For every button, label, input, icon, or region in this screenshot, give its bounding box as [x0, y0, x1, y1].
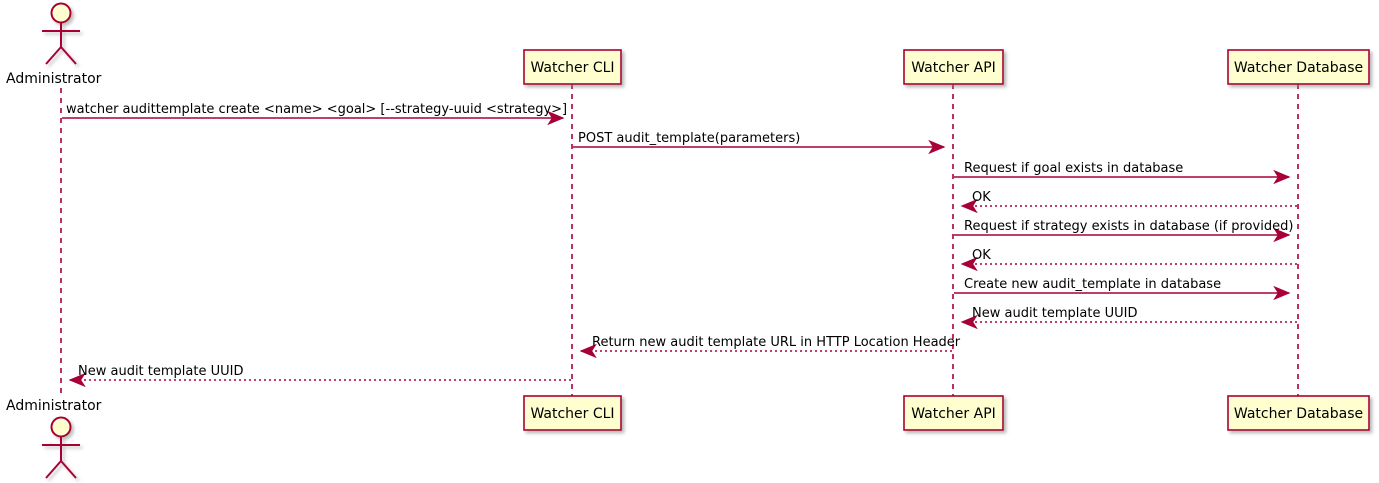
participant-label-watcher-api: Watcher API — [911, 60, 996, 76]
actor-administrator-top[interactable]: Administrator — [6, 2, 102, 88]
actor-administrator-bottom[interactable]: Administrator — [6, 398, 102, 479]
message-6[interactable]: Create new audit_template in database — [954, 277, 1291, 301]
message-7[interactable]: New audit template UUID — [960, 306, 1297, 330]
actor-label-administrator-bottom: Administrator — [6, 398, 102, 414]
participant-footer-watcher-cli[interactable]: Watcher CLI — [523, 395, 622, 431]
message-5[interactable]: OK — [960, 248, 1297, 272]
message-9[interactable]: New audit template UUID — [68, 364, 571, 388]
message-label-1: POST audit_template(parameters) — [578, 131, 800, 146]
participant-box-footer-watcher-cli[interactable] — [523, 395, 622, 431]
participant-header-watcher-cli[interactable]: Watcher CLI — [523, 49, 622, 85]
participant-label-footer-watcher-database: Watcher Database — [1234, 406, 1363, 422]
participant-footer-watcher-api[interactable]: Watcher API — [903, 395, 1004, 431]
message-0[interactable]: watcher audittemplate create <name> <goa… — [62, 102, 567, 126]
participant-box-footer-watcher-api[interactable] — [903, 395, 1004, 431]
lifelines — [60, 84, 1299, 396]
message-8[interactable]: Return new audit template URL in HTTP Lo… — [579, 335, 961, 359]
message-label-7: New audit template UUID — [972, 306, 1137, 321]
participant-box-watcher-api[interactable] — [903, 49, 1004, 85]
actor-figure-bottom-icon — [42, 416, 80, 479]
actor-label-administrator-top: Administrator — [6, 71, 102, 87]
participant-label-footer-watcher-api: Watcher API — [911, 406, 996, 422]
participant-box-watcher-database[interactable] — [1227, 49, 1370, 85]
message-label-8: Return new audit template URL in HTTP Lo… — [592, 335, 961, 350]
message-1[interactable]: POST audit_template(parameters) — [573, 131, 946, 155]
actor-figure-top-icon — [42, 2, 80, 65]
message-label-6: Create new audit_template in database — [964, 277, 1221, 292]
message-label-0: watcher audittemplate create <name> <goa… — [66, 102, 567, 117]
message-2[interactable]: Request if goal exists in database — [954, 161, 1291, 185]
participant-label-footer-watcher-cli: Watcher CLI — [530, 406, 614, 422]
participant-label-watcher-cli: Watcher CLI — [530, 60, 614, 76]
message-label-2: Request if goal exists in database — [964, 161, 1183, 176]
message-label-9: New audit template UUID — [78, 364, 243, 379]
message-label-4: Request if strategy exists in database (… — [964, 219, 1293, 234]
participant-header-watcher-api[interactable]: Watcher API — [903, 49, 1004, 85]
participant-box-watcher-cli[interactable] — [523, 49, 622, 85]
participant-label-watcher-database: Watcher Database — [1234, 60, 1363, 76]
message-label-3: OK — [972, 190, 991, 205]
message-3[interactable]: OK — [960, 190, 1297, 214]
participant-box-footer-watcher-database[interactable] — [1227, 395, 1370, 431]
message-4[interactable]: Request if strategy exists in database (… — [954, 219, 1293, 243]
participant-header-watcher-database[interactable]: Watcher Database — [1227, 49, 1370, 85]
message-label-5: OK — [972, 248, 991, 263]
participant-footer-watcher-database[interactable]: Watcher Database — [1227, 395, 1370, 431]
